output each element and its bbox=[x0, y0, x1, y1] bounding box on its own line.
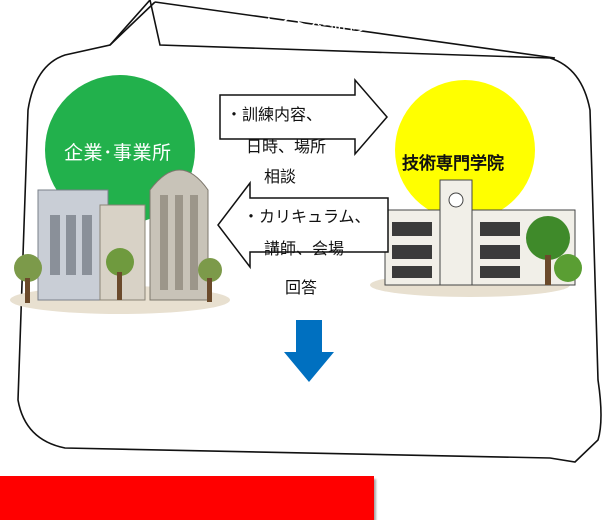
school-label: 技術専門学院 bbox=[402, 154, 504, 174]
result-banner: オーダーメイド型研修の実施 bbox=[0, 15, 421, 520]
consult-message-line-1: ・訓練内容、 bbox=[226, 105, 323, 124]
company-label: 企業･事業所 bbox=[64, 142, 172, 164]
answer-message-line-2: 講師、会場 bbox=[264, 239, 345, 258]
bubble-tail-left bbox=[109, 1, 156, 46]
down-arrow bbox=[284, 320, 334, 382]
consult-arrow bbox=[219, 77, 388, 157]
answer-label: 回答 bbox=[285, 278, 318, 297]
consult-label: 相談 bbox=[264, 167, 297, 186]
result-label: オーダーメイド型研修の実施 bbox=[182, 15, 422, 36]
answer-message-line-1: ・カリキュラム、 bbox=[243, 207, 371, 226]
company-buildings-illustration bbox=[10, 169, 230, 314]
answer-arrow bbox=[217, 180, 389, 270]
school-building-illustration bbox=[370, 179, 582, 297]
bubble-tail-right bbox=[154, 1, 556, 59]
consult-message-line-2: 日時、場所 bbox=[246, 137, 327, 156]
school-circle bbox=[395, 80, 535, 220]
